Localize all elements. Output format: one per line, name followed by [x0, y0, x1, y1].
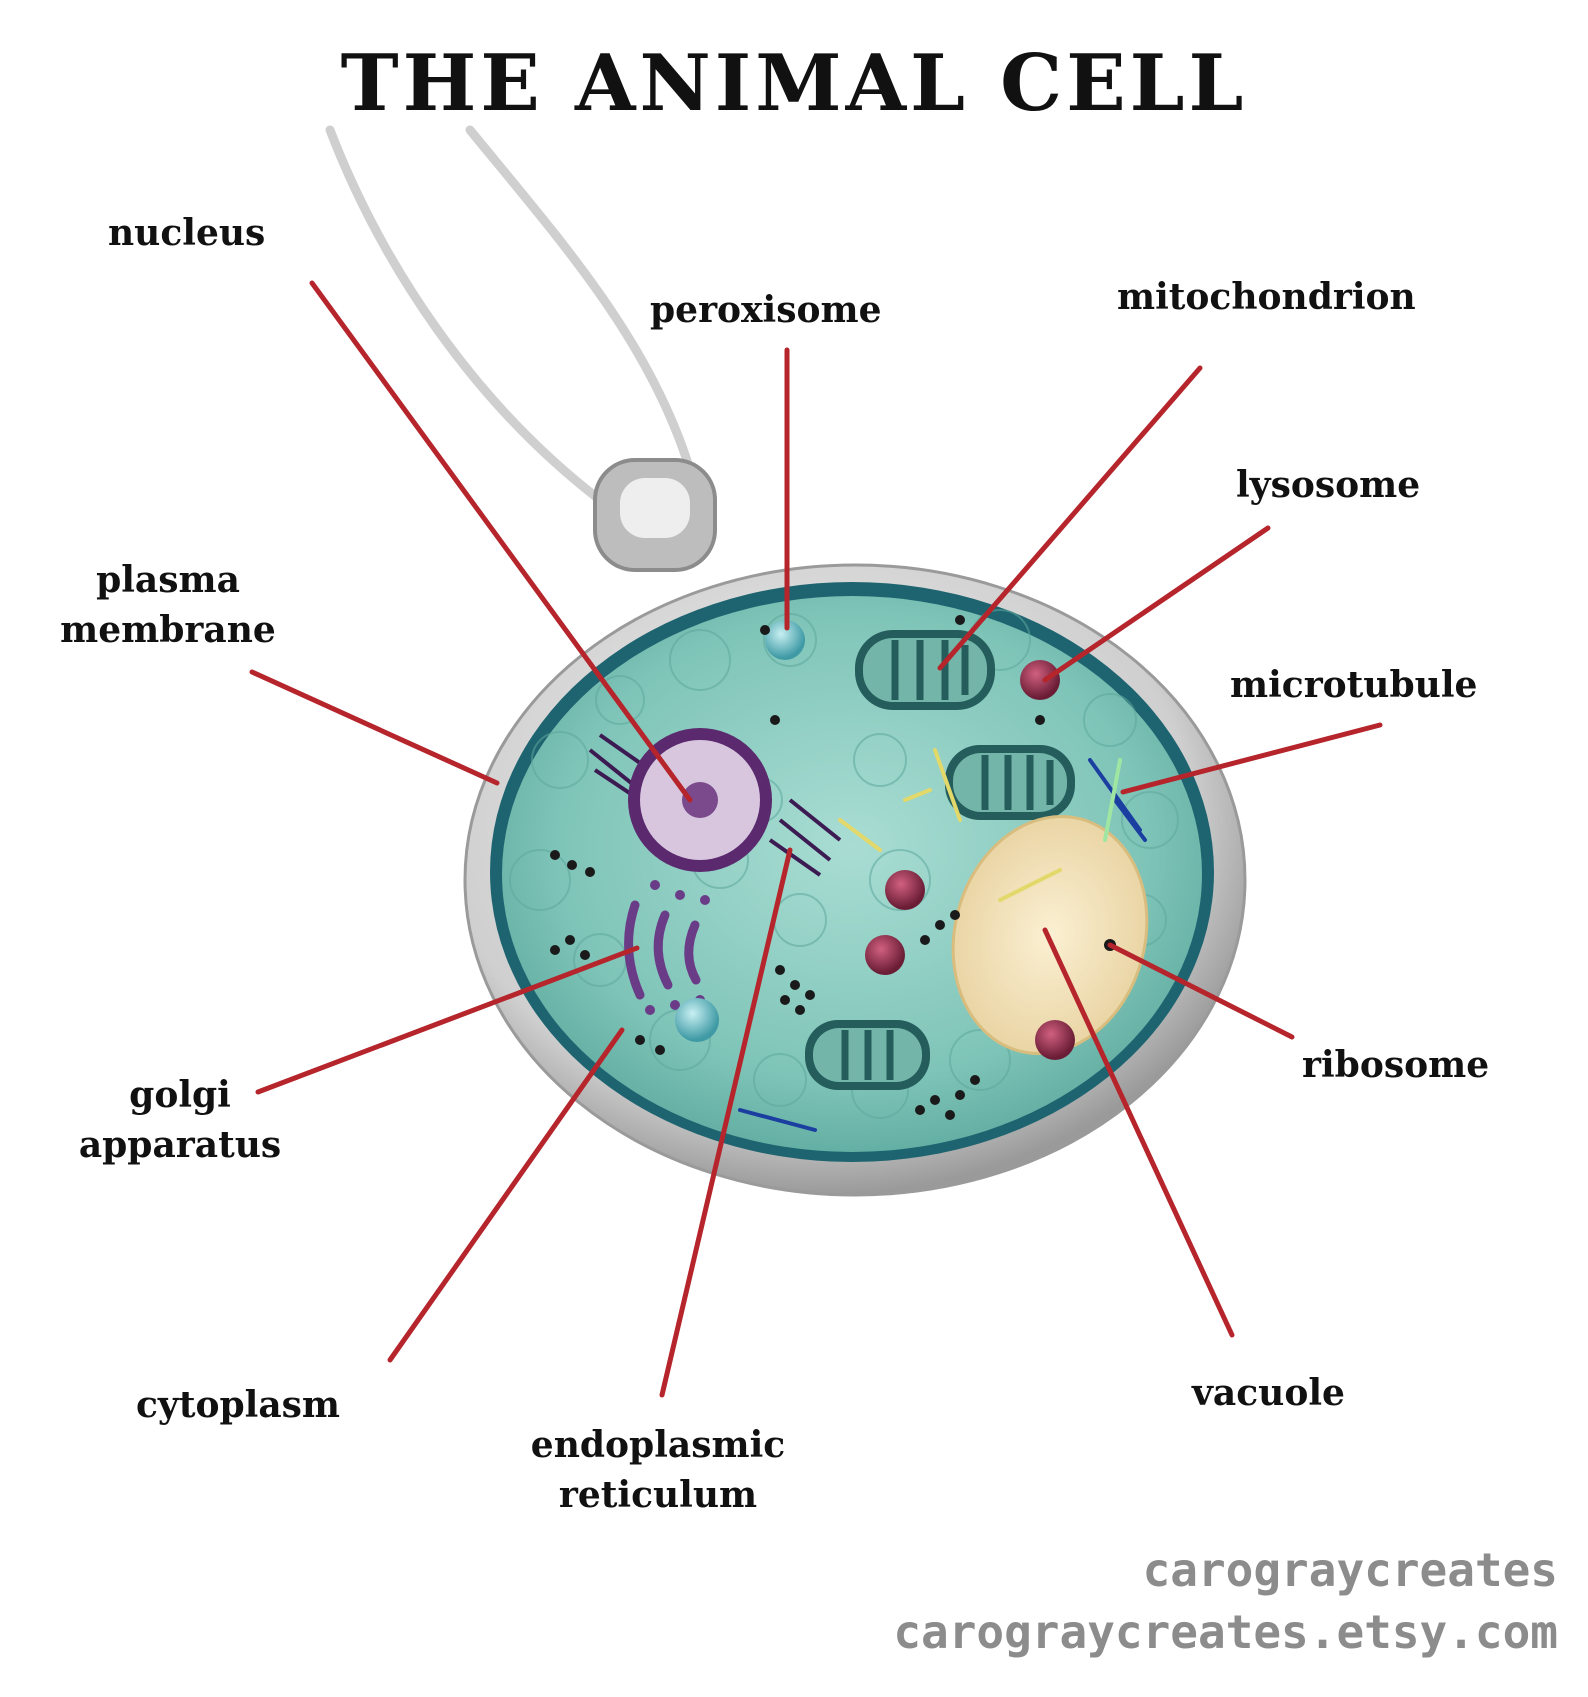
label-er-line-2: reticulum: [558, 1474, 758, 1516]
necklace-chain: [325, 125, 695, 505]
label-er-line-1: endoplasmic: [530, 1424, 786, 1466]
label-endoplasmic-reticulum: endoplasmic reticulum: [488, 1420, 828, 1520]
label-plasma-membrane: plasma membrane: [48, 555, 288, 655]
label-lysosome: lysosome: [1236, 464, 1421, 506]
peroxisome-organelles: [675, 620, 805, 1042]
label-ribosome: ribosome: [1302, 1044, 1490, 1086]
label-plasma-membrane-line-2: membrane: [60, 609, 276, 651]
label-mitochondrion: mitochondrion: [1117, 276, 1416, 318]
leader-line-nucleus: [309, 280, 693, 803]
label-nucleus: nucleus: [108, 212, 266, 254]
leader-line-cytoplasm: [387, 1027, 625, 1363]
label-peroxisome: peroxisome: [650, 289, 882, 331]
leader-line-lysosome: [1042, 525, 1271, 683]
page-title: THE ANIMAL CELL: [340, 38, 1248, 129]
leader-line-golgi: [255, 945, 640, 1095]
leader-line-ribosome: [1107, 942, 1295, 1040]
leader-lines: [249, 280, 1383, 1398]
pendant-bail: [593, 458, 717, 572]
leader-line-microtubule: [1120, 722, 1383, 795]
mitochondrion-organelle-2: [945, 745, 1075, 820]
label-plasma-membrane-line-1: plasma: [96, 559, 240, 601]
label-golgi-line-2: apparatus: [78, 1124, 282, 1166]
mitochondrion-organelle: [855, 630, 995, 710]
leader-line-mitochondrion: [937, 365, 1203, 671]
microtubule-strands: [738, 748, 1147, 1132]
label-golgi-line-1: golgi: [129, 1074, 231, 1116]
credit-name: carograycreates: [1142, 1543, 1558, 1597]
label-golgi-apparatus: golgi apparatus: [45, 1070, 315, 1170]
leader-line-endoplasmic-reticulum: [659, 847, 793, 1398]
label-vacuole: vacuole: [1192, 1372, 1345, 1414]
credit-url: carograycreates.etsy.com: [893, 1605, 1558, 1659]
mitochondrion-organelle-3: [805, 1020, 930, 1090]
leader-line-plasma-membrane: [249, 669, 500, 786]
label-microtubule: microtubule: [1230, 664, 1478, 706]
label-cytoplasm: cytoplasm: [136, 1384, 341, 1426]
lysosome-organelles: [865, 660, 1075, 1060]
leader-line-vacuole: [1042, 927, 1235, 1338]
